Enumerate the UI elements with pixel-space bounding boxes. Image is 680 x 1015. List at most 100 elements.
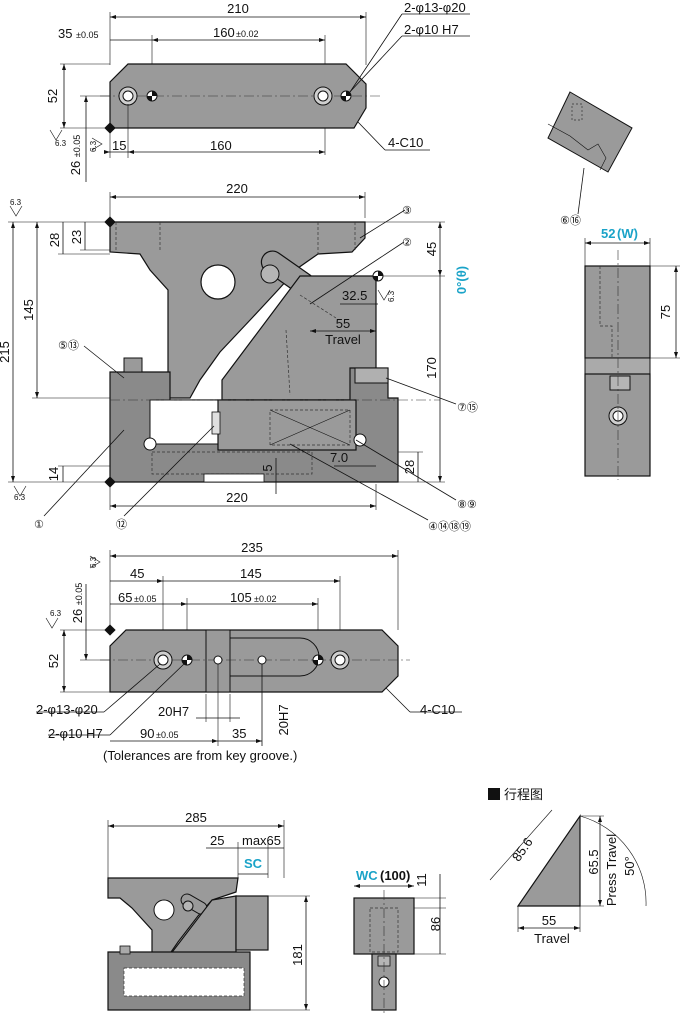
bottom-note-counterbore: 2-φ13-φ20: [36, 702, 98, 717]
top-dim-160-tol: ±0.02: [236, 29, 258, 39]
bottom-dim-145: 145: [240, 566, 262, 581]
side-dim-75: 75: [658, 305, 673, 319]
small-dim-wc: WC: [356, 868, 378, 883]
travel-press-label: Press Travel: [604, 834, 619, 906]
roughness-icon: 6.3: [89, 137, 103, 152]
bottom-dim-20h7-b: 20H7: [276, 704, 291, 735]
pin-hole-icon: [312, 654, 324, 666]
top-note-pin: 2-φ10 H7: [404, 22, 459, 37]
front-view: 220 21: [0, 181, 478, 533]
legend-square-icon: [488, 788, 500, 800]
small-dim-11: 11: [414, 873, 429, 887]
side-upper: [584, 265, 651, 359]
svg-text:6.3: 6.3: [387, 290, 396, 302]
front-dim-145: 145: [21, 299, 36, 321]
small-side-view: WC (100) 11 86: [353, 868, 446, 1015]
svg-text:6.3: 6.3: [50, 609, 62, 618]
stroke-dim-25: 25: [210, 833, 224, 848]
front-dim-215: 215: [0, 341, 12, 363]
top-dim-52: 52: [45, 89, 60, 103]
top-dim-26: 26: [68, 161, 83, 175]
slider-block: [221, 275, 377, 401]
callout-7-15: ⑦⑮: [457, 401, 478, 414]
top-plate: [109, 63, 367, 129]
side-dim-w: (W): [617, 226, 638, 241]
detail-view: ⑥⑯: [547, 91, 633, 227]
bottom-dim-65: 65: [118, 590, 132, 605]
roughness-icon: 6.3: [49, 129, 67, 148]
travel-vert: 65.5: [586, 849, 601, 874]
front-dim-28: 28: [47, 233, 62, 247]
travel-label: Travel: [534, 931, 570, 946]
callout-4-14-18-19: ④⑭⑱⑲: [428, 520, 471, 533]
bottom-dim-26: 26: [70, 609, 85, 623]
roughness-icon: 6.3: [13, 485, 27, 502]
bottom-note-chamfer: 4-C10: [420, 702, 455, 717]
front-dim-55: 55: [336, 316, 350, 331]
travel-hyp: 85.6: [509, 835, 536, 864]
top-note-counterbore: 2-φ13-φ20: [404, 0, 466, 15]
front-dim-7: 7.0: [330, 450, 348, 465]
bottom-view: 235 6.3 45 145 65 ±0.05 105 ±0.02: [36, 540, 462, 763]
front-dim-28b: 28: [402, 460, 417, 474]
pin-hole-icon: [181, 654, 193, 666]
bottom-dim-26-tol: ±0.05: [74, 583, 84, 605]
svg-text:6.3: 6.3: [89, 140, 98, 152]
bottom-dim-90-tol: ±0.05: [156, 730, 178, 740]
travel-diagram: 行程图 85.6 65.5 Press Travel 50° 55 Travel: [488, 787, 647, 946]
top-dim-160b: 160: [210, 138, 232, 153]
svg-text:6.3: 6.3: [55, 139, 67, 148]
top-dim-35-tol: ±0.05: [76, 30, 98, 40]
front-travel-label: Travel: [325, 332, 361, 347]
side-view: 52 (W) 75: [584, 226, 680, 480]
top-view: 210 35 ±0.05 160 ±0.02 2-φ13-φ2: [45, 0, 470, 182]
front-angle-label: 0°(θ): [454, 266, 469, 294]
top-dim-210: 210: [227, 1, 249, 16]
travel-triangle: [516, 814, 581, 907]
stroke-view: 285 25 max65 SC 181: [107, 810, 310, 1011]
stroke-dim-max65: max65: [242, 833, 281, 848]
front-dim-45: 45: [424, 242, 439, 256]
travel-base: 55: [542, 913, 556, 928]
roughness-icon: 6.3: [45, 609, 62, 629]
top-dim-35: 35: [58, 26, 72, 41]
callout-12: ⑫: [116, 518, 127, 531]
callout-3: ③: [402, 204, 412, 217]
bottom-dim-235: 235: [241, 540, 263, 555]
small-dim-wc-value: (100): [380, 868, 410, 883]
bottom-dim-105-tol: ±0.02: [254, 594, 276, 604]
roughness-icon: 6.3: [89, 555, 101, 569]
callout-2: ②: [402, 236, 412, 249]
front-dim-220-top: 220: [226, 181, 248, 196]
front-dim-23: 23: [69, 230, 84, 244]
callout-1: ①: [34, 518, 44, 531]
callout-6-16: ⑥⑯: [560, 214, 581, 227]
top-dim-26-tol: ±0.05: [72, 135, 82, 157]
stroke-dim-285: 285: [185, 810, 207, 825]
travel-angle: 50°: [622, 856, 637, 876]
side-dim-52: 52: [601, 226, 615, 241]
bottom-dim-45: 45: [130, 566, 144, 581]
top-dim-160: 160: [213, 25, 235, 40]
front-dim-170: 170: [424, 357, 439, 379]
front-dim-14: 14: [46, 467, 61, 481]
travel-title: 行程图: [504, 787, 543, 802]
datum-icon: [372, 270, 384, 282]
stroke-dim-sc: SC: [244, 856, 263, 871]
bottom-dim-65-tol: ±0.05: [134, 594, 156, 604]
bottom-note-tolerance: (Tolerances are from key groove.): [103, 748, 297, 763]
roughness-icon: 6.3: [377, 289, 396, 302]
callout-8-9: ⑧⑨: [457, 498, 477, 511]
svg-text:6.3: 6.3: [89, 556, 98, 568]
bottom-dim-52: 52: [46, 654, 61, 668]
top-note-chamfer: 4-C10: [388, 135, 423, 150]
svg-text:6.3: 6.3: [14, 493, 26, 502]
bottom-dim-90: 90: [140, 726, 154, 741]
stroke-dim-181: 181: [290, 944, 305, 966]
upper-cam: [109, 221, 366, 399]
small-dim-86: 86: [428, 917, 443, 931]
roughness-icon: 6.3: [9, 198, 23, 217]
bottom-dim-105: 105: [230, 590, 252, 605]
front-dim-5: 5: [260, 464, 275, 471]
